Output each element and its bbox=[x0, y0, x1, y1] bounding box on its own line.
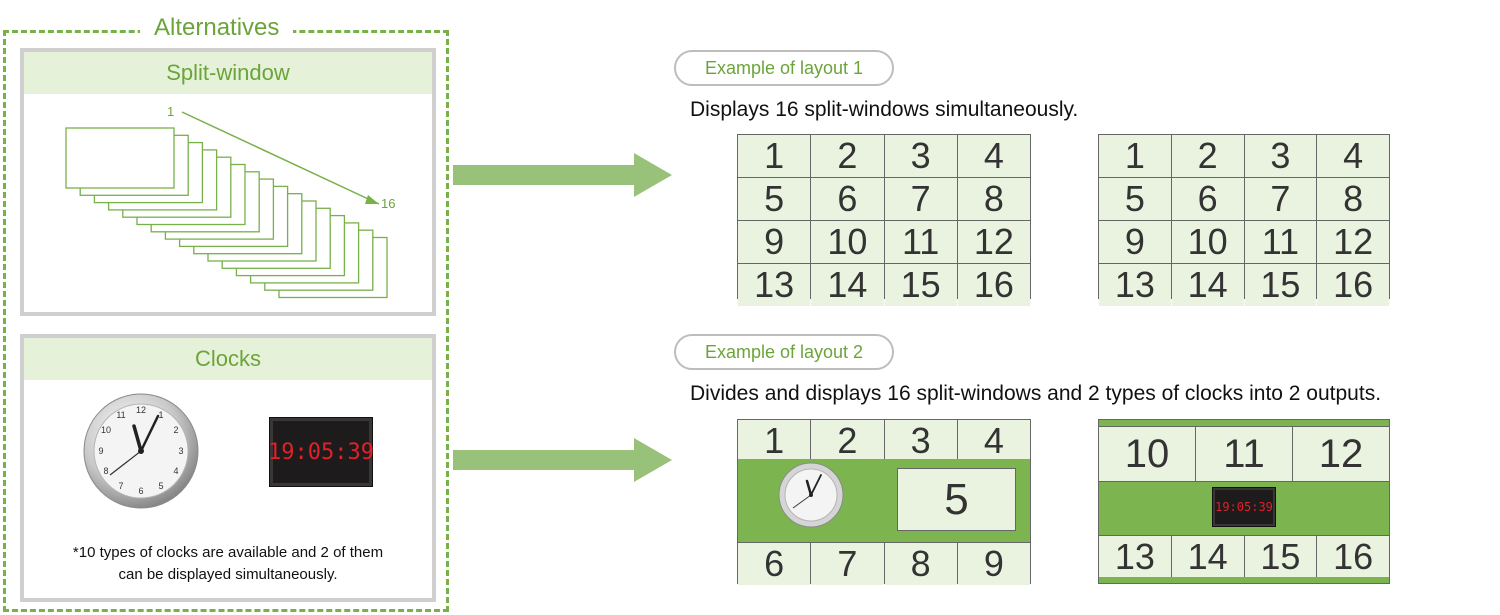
grid-cell: 11 bbox=[884, 221, 957, 263]
row-cell: 13 bbox=[1099, 536, 1171, 578]
grid-cell: 11 bbox=[1244, 221, 1317, 263]
svg-text:7: 7 bbox=[118, 481, 123, 491]
svg-text:2: 2 bbox=[173, 425, 178, 435]
split-window-panel: Split-window 1 16 bbox=[20, 48, 436, 316]
clocks-note: *10 types of clocks are available and 2 … bbox=[24, 542, 432, 586]
svg-text:9: 9 bbox=[98, 446, 103, 456]
split-window-illustration: 1 16 bbox=[65, 104, 395, 299]
row-cell: 1 bbox=[738, 420, 811, 462]
grid-cell: 14 bbox=[1171, 264, 1244, 306]
layout2-right-bottom-strip bbox=[1099, 577, 1389, 583]
grid-cell: 2 bbox=[1171, 135, 1244, 177]
grid-cell: 4 bbox=[957, 135, 1030, 177]
split-window-last-label: 16 bbox=[381, 196, 395, 211]
grid-cell: 16 bbox=[1317, 264, 1389, 306]
grid-cell: 6 bbox=[1171, 178, 1244, 220]
layout2-description: Divides and displays 16 split-windows an… bbox=[690, 382, 1382, 405]
row-cell: 8 bbox=[884, 543, 957, 585]
svg-text:6: 6 bbox=[138, 486, 143, 496]
grid-cell: 10 bbox=[811, 221, 884, 263]
grid-cell: 12 bbox=[957, 221, 1030, 263]
layout1-description: Displays 16 split-windows simultaneously… bbox=[690, 98, 1079, 121]
row-cell: 15 bbox=[1244, 536, 1317, 578]
svg-text:10: 10 bbox=[101, 425, 111, 435]
grid-cell: 15 bbox=[1244, 264, 1317, 306]
grid-cell: 15 bbox=[884, 264, 957, 306]
stacked-windows bbox=[65, 127, 388, 299]
row-cell: 14 bbox=[1171, 536, 1244, 578]
layout2-left-band: 5 bbox=[738, 459, 1030, 542]
layout1-pill: Example of layout 1 bbox=[674, 50, 894, 86]
grid-cell: 10 bbox=[1171, 221, 1244, 263]
split-window-heading: Split-window bbox=[24, 52, 432, 94]
grid-cell: 7 bbox=[884, 178, 957, 220]
grid-cell: 9 bbox=[1099, 221, 1171, 263]
grid-cell: 13 bbox=[1099, 264, 1171, 306]
clocks-heading: Clocks bbox=[24, 338, 432, 380]
grid-cell: 3 bbox=[1244, 135, 1317, 177]
grid-cell: 2 bbox=[811, 135, 884, 177]
grid-cell: 4 bbox=[1317, 135, 1389, 177]
split-window-first-label: 1 bbox=[167, 104, 174, 119]
svg-text:5: 5 bbox=[158, 481, 163, 491]
clocks-note-line2: can be displayed simultaneously. bbox=[118, 566, 338, 583]
grid-cell: 16 bbox=[957, 264, 1030, 306]
row-cell: 4 bbox=[957, 420, 1030, 462]
svg-text:4: 4 bbox=[173, 466, 178, 476]
small-digital-clock-display: 19:05:39 bbox=[1213, 488, 1275, 526]
grid-cell: 9 bbox=[738, 221, 811, 263]
layout2-right-top-strip bbox=[1099, 420, 1389, 426]
row-cell: 9 bbox=[957, 543, 1030, 585]
sequence-arrowhead bbox=[365, 195, 379, 204]
arrow-to-layout1 bbox=[453, 153, 672, 197]
sequence-arrow-line bbox=[181, 111, 380, 205]
arrow-to-layout2 bbox=[453, 438, 672, 482]
svg-text:3: 3 bbox=[178, 446, 183, 456]
grid-cell: 14 bbox=[811, 264, 884, 306]
grid-cell: 5 bbox=[1099, 178, 1171, 220]
row-cell: 16 bbox=[1317, 536, 1389, 578]
layout2-right-band: 19:05:39 bbox=[1099, 482, 1389, 535]
alternatives-title: Alternatives bbox=[140, 12, 294, 44]
layout2-center-window: 5 bbox=[897, 468, 1016, 531]
grid-cell: 8 bbox=[1317, 178, 1389, 220]
clocks-note-line1: *10 types of clocks are available and 2 … bbox=[72, 544, 384, 561]
grid-cell: 13 bbox=[738, 264, 811, 306]
grid-cell: 1 bbox=[1099, 135, 1171, 177]
svg-text:8: 8 bbox=[103, 466, 108, 476]
layout2-pill: Example of layout 2 bbox=[674, 334, 894, 370]
grid-cell: 5 bbox=[738, 178, 811, 220]
digital-clock-display: 19:05:39 bbox=[268, 418, 374, 486]
grid-cell: 3 bbox=[884, 135, 957, 177]
row-cell: 3 bbox=[884, 420, 957, 462]
grid-cell: 7 bbox=[1244, 178, 1317, 220]
grid-cell: 6 bbox=[811, 178, 884, 220]
svg-text:12: 12 bbox=[136, 405, 146, 415]
row-cell: 12 bbox=[1293, 427, 1389, 481]
grid-cell: 1 bbox=[738, 135, 811, 177]
grid-cell: 8 bbox=[957, 178, 1030, 220]
small-analog-clock-icon bbox=[778, 462, 844, 528]
grid-cell: 12 bbox=[1317, 221, 1389, 263]
svg-text:1: 1 bbox=[158, 410, 163, 420]
split-window-shape bbox=[65, 127, 175, 189]
row-cell: 2 bbox=[811, 420, 884, 462]
row-cell: 11 bbox=[1196, 427, 1292, 481]
row-cell: 6 bbox=[738, 543, 811, 585]
svg-text:11: 11 bbox=[116, 410, 125, 420]
row-cell: 10 bbox=[1099, 427, 1195, 481]
row-cell: 7 bbox=[811, 543, 884, 585]
